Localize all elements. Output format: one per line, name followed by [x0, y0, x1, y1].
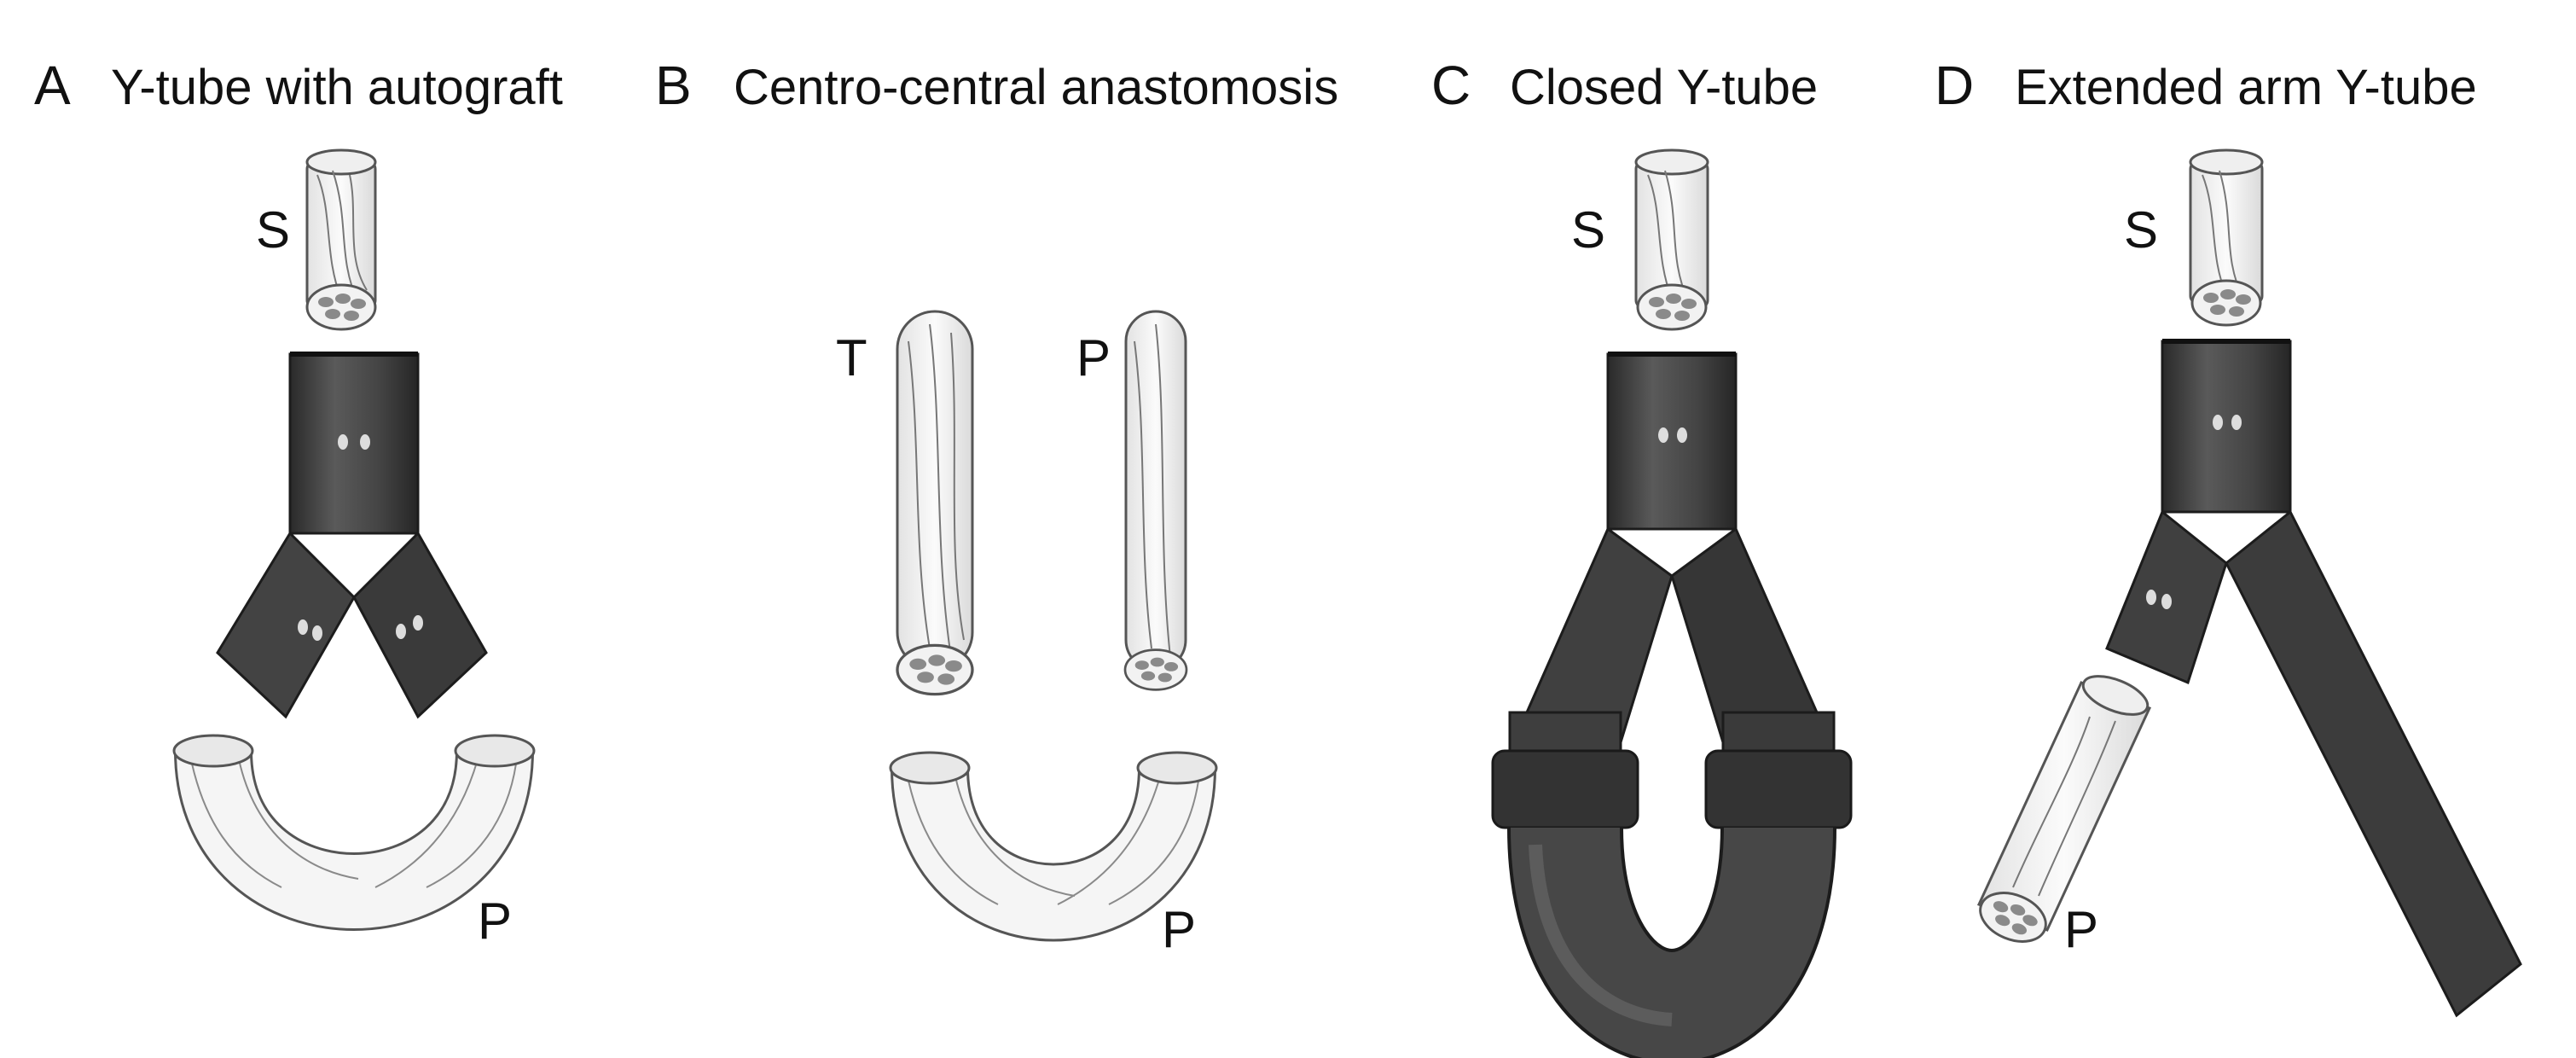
panel-a: A Y-tube with autograft S: [34, 55, 563, 950]
panel-d-tag-p: P: [2064, 901, 2098, 958]
panel-a-nerve-stump: [305, 148, 377, 331]
panel-a-title: Y-tube with autograft: [111, 60, 563, 115]
panel-c-title: Closed Y-tube: [1510, 60, 1818, 115]
panel-a-autograft-loop: [172, 734, 536, 931]
panel-c-nerve-stump: [1634, 148, 1709, 331]
panel-b-tag-t: T: [836, 329, 867, 387]
panel-c-letter: C: [1431, 55, 1471, 116]
panel-d-tag-s: S: [2124, 201, 2158, 259]
panel-d-title: Extended arm Y-tube: [2015, 60, 2477, 115]
panel-b-tag-p-bottom: P: [1162, 901, 1196, 958]
panel-a-y-tube: [216, 352, 488, 719]
panel-c-tag-s: S: [1571, 201, 1605, 259]
panel-b-nerve-t: [896, 310, 974, 696]
panel-d-nerve-p: [1971, 675, 2152, 952]
panel-b: B Centro-central anastomosis T P P: [655, 55, 1338, 958]
panel-a-tag-s: S: [256, 201, 290, 259]
panel-a-tag-p: P: [478, 892, 512, 950]
panel-d: D Extended arm Y-tube S: [1935, 55, 2522, 1018]
panel-a-letter: A: [34, 55, 71, 116]
panel-d-extended-y-tube: [2105, 339, 2522, 1018]
panel-b-autograft-loop: [889, 751, 1218, 942]
panel-b-tag-p-top: P: [1076, 329, 1111, 387]
panel-b-letter: B: [655, 55, 692, 116]
panel-d-nerve-stump: [2189, 148, 2264, 327]
panel-c-closed-y-tube: [1491, 352, 1853, 1058]
panel-b-nerve-p: [1123, 310, 1188, 691]
panel-b-title: Centro-central anastomosis: [734, 60, 1338, 115]
panel-c: C Closed Y-tube S: [1431, 55, 1853, 1058]
panel-d-letter: D: [1935, 55, 1974, 116]
